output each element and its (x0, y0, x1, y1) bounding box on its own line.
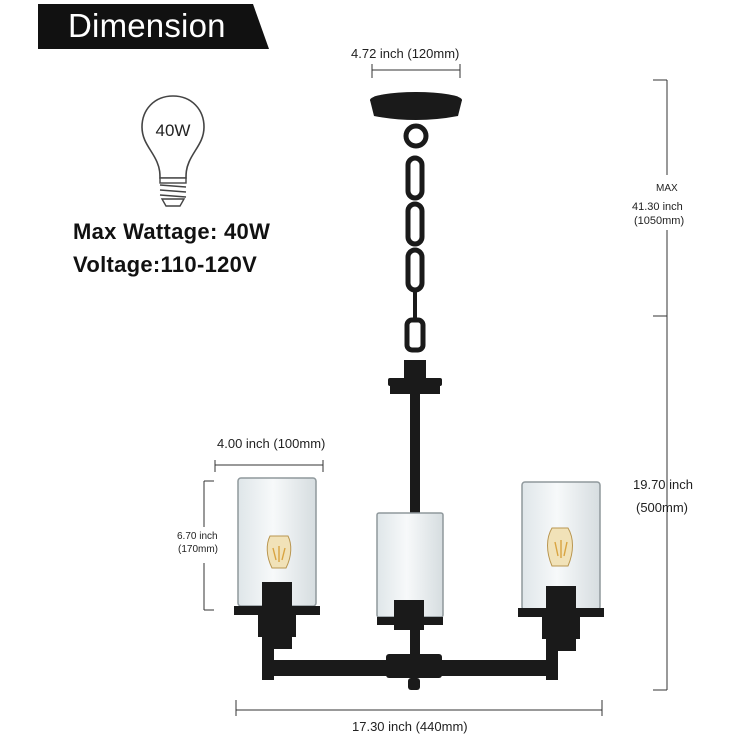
overall-width-label: 17.30 inch (440mm) (352, 719, 468, 734)
fixture-height-mm-label: (500mm) (636, 500, 689, 515)
shade-height-inch-label: 6.70 inch (177, 531, 218, 542)
max-height-label: MAX (656, 183, 678, 194)
max-height-mm-label: (1050mm) (634, 215, 685, 227)
bulb-wattage-label: 40W (155, 121, 191, 140)
chain (403, 123, 429, 353)
right-lamp (518, 481, 604, 651)
canopy-width-label: 4.72 inch (120mm) (351, 46, 460, 61)
shade-width-label: 4.00 inch (100mm) (217, 436, 326, 451)
center-lamp (376, 512, 444, 630)
max-height-dimension (653, 79, 668, 691)
fixture-height-inch-label: 19.70 inch (633, 477, 693, 492)
page-title: Dimension (68, 7, 226, 44)
max-height-inch-label: 41.30 inch (632, 201, 683, 213)
bulb-icon (141, 95, 205, 207)
left-lamp (234, 477, 320, 649)
shade-height-dimension (203, 480, 214, 611)
max-wattage-text: Max Wattage: 40W (73, 219, 271, 244)
voltage-text: Voltage:110-120V (73, 252, 258, 277)
shade-height-mm-label: (170mm) (178, 544, 219, 555)
ceiling-canopy (370, 92, 462, 120)
title-banner (38, 4, 269, 49)
shade-width-dimension (214, 460, 324, 472)
overall-width-dimension (235, 700, 603, 716)
canopy-width-dimension (371, 64, 461, 78)
